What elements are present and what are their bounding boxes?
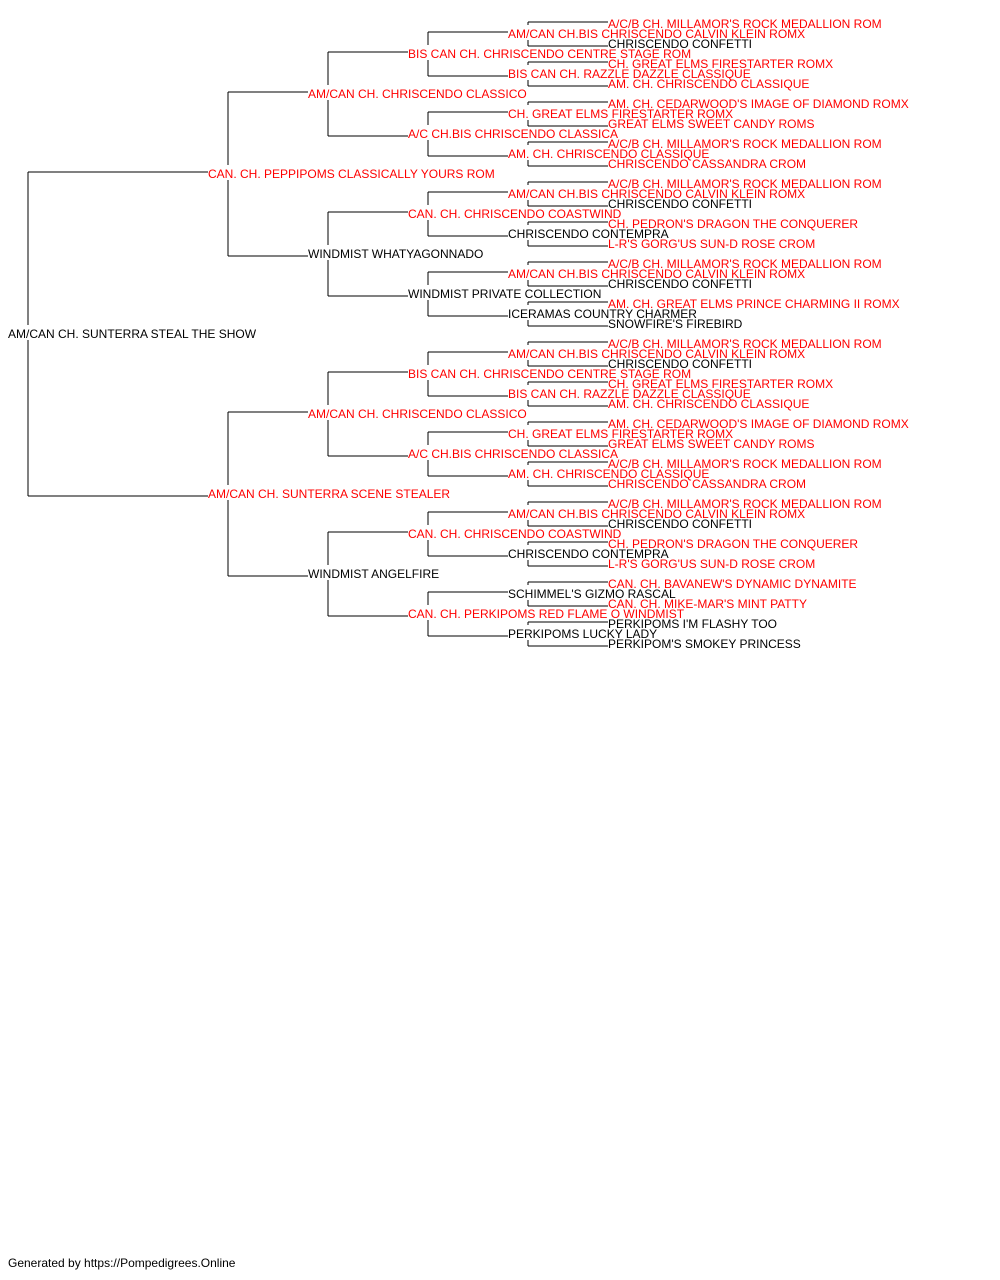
gg-grandparent-dam-name: CHRISCENDO CONTEMPRA	[508, 547, 669, 561]
great-grandparent-sire-name: CAN. CH. CHRISCENDO COASTWIND	[408, 527, 622, 541]
ggg-grandparent-dam-name: AM. CH. CHRISCENDO CLASSIQUE	[608, 397, 809, 411]
ggg-grandparent-sire-name: AM. CH. CEDARWOOD'S IMAGE OF DIAMOND ROM…	[608, 97, 909, 111]
ggg-grandparent-sire-name: AM. CH. CEDARWOOD'S IMAGE OF DIAMOND ROM…	[608, 417, 909, 431]
grandparent-dam-name: WINDMIST ANGELFIRE	[308, 567, 439, 581]
great-grandparent-dam-name: A/C CH.BIS CHRISCENDO CLASSICA	[408, 447, 618, 461]
grandparent-dam-name: WINDMIST WHATYAGONNADO	[308, 247, 483, 261]
ggg-grandparent-sire-name: PERKIPOMS I'M FLASHY TOO	[608, 617, 777, 631]
great-grandparent-dam-name: A/C CH.BIS CHRISCENDO CLASSICA	[408, 127, 618, 141]
ggg-grandparent-sire-name: A/C/B CH. MILLAMOR'S ROCK MEDALLION ROM	[608, 457, 882, 471]
ggg-grandparent-sire-name: CH. PEDRON'S DRAGON THE CONQUERER	[608, 537, 858, 551]
ggg-grandparent-dam-name: CHRISCENDO CASSANDRA CROM	[608, 157, 806, 171]
parent-dam-name: AM/CAN CH. SUNTERRA SCENE STEALER	[208, 487, 450, 501]
ggg-grandparent-sire-name: CAN. CH. BAVANEW'S DYNAMIC DYNAMITE	[608, 577, 857, 591]
ggg-grandparent-sire-name: A/C/B CH. MILLAMOR'S ROCK MEDALLION ROM	[608, 337, 882, 351]
ggg-grandparent-dam-name: CHRISCENDO CONFETTI	[608, 277, 752, 291]
ggg-grandparent-dam-name: CHRISCENDO CONFETTI	[608, 37, 752, 51]
gg-grandparent-dam-name: BIS CAN CH. RAZZLE DAZZLE CLASSIQUE	[508, 67, 751, 81]
ggg-grandparent-dam-name: GREAT ELMS SWEET CANDY ROMS	[608, 117, 814, 131]
pedigree-connector-lines	[27, 21, 608, 647]
gg-grandparent-sire-name: SCHIMMEL'S GIZMO RASCAL	[508, 587, 676, 601]
great-grandparent-sire-name: BIS CAN CH. CHRISCENDO CENTRE STAGE ROM	[408, 47, 691, 61]
gg-grandparent-dam-name: ICERAMAS COUNTRY CHARMER	[508, 307, 697, 321]
ggg-grandparent-sire-name: A/C/B CH. MILLAMOR'S ROCK MEDALLION ROM	[608, 497, 882, 511]
great-grandparent-sire-name: BIS CAN CH. CHRISCENDO CENTRE STAGE ROM	[408, 367, 691, 381]
grandparent-sire-name: AM/CAN CH. CHRISCENDO CLASSICO	[308, 87, 527, 101]
grandparent-sire-name: AM/CAN CH. CHRISCENDO CLASSICO	[308, 407, 527, 421]
great-grandparent-dam-name: WINDMIST PRIVATE COLLECTION	[408, 287, 601, 301]
subject-root-name: AM/CAN CH. SUNTERRA STEAL THE SHOW	[8, 327, 257, 341]
gg-grandparent-dam-name: AM. CH. CHRISCENDO CLASSIQUE	[508, 147, 709, 161]
gg-grandparent-sire-name: AM/CAN CH.BIS CHRISCENDO CALVIN KLEIN RO…	[508, 507, 805, 521]
ggg-grandparent-dam-name: SNOWFIRE'S FIREBIRD	[608, 317, 743, 331]
ggg-grandparent-sire-name: CH. GREAT ELMS FIRESTARTER ROMX	[608, 377, 833, 391]
ggg-grandparent-sire-name: CH. GREAT ELMS FIRESTARTER ROMX	[608, 57, 833, 71]
gg-grandparent-sire-name: AM/CAN CH.BIS CHRISCENDO CALVIN KLEIN RO…	[508, 347, 805, 361]
parent-sire-name: CAN. CH. PEPPIPOMS CLASSICALLY YOURS ROM	[208, 167, 495, 181]
ggg-grandparent-sire-name: AM. CH. GREAT ELMS PRINCE CHARMING II RO…	[608, 297, 900, 311]
ggg-grandparent-dam-name: L-R'S GORG'US SUN-D ROSE CROM	[608, 557, 815, 571]
ggg-grandparent-sire-name: A/C/B CH. MILLAMOR'S ROCK MEDALLION ROM	[608, 177, 882, 191]
gg-grandparent-dam-name: BIS CAN CH. RAZZLE DAZZLE CLASSIQUE	[508, 387, 751, 401]
ggg-grandparent-dam-name: L-R'S GORG'US SUN-D ROSE CROM	[608, 237, 815, 251]
gg-grandparent-sire-name: CH. GREAT ELMS FIRESTARTER ROMX	[508, 427, 733, 441]
ggg-grandparent-sire-name: A/C/B CH. MILLAMOR'S ROCK MEDALLION ROM	[608, 137, 882, 151]
ggg-grandparent-sire-name: CH. PEDRON'S DRAGON THE CONQUERER	[608, 217, 858, 231]
ggg-grandparent-dam-name: CAN. CH. MIKE-MAR'S MINT PATTY	[608, 597, 807, 611]
gg-grandparent-sire-name: CH. GREAT ELMS FIRESTARTER ROMX	[508, 107, 733, 121]
gg-grandparent-sire-name: AM/CAN CH.BIS CHRISCENDO CALVIN KLEIN RO…	[508, 27, 805, 41]
gg-grandparent-sire-name: AM/CAN CH.BIS CHRISCENDO CALVIN KLEIN RO…	[508, 187, 805, 201]
ggg-grandparent-sire-name: A/C/B CH. MILLAMOR'S ROCK MEDALLION ROM	[608, 257, 882, 271]
ggg-grandparent-dam-name: CHRISCENDO CONFETTI	[608, 517, 752, 531]
ggg-grandparent-dam-name: AM. CH. CHRISCENDO CLASSIQUE	[608, 77, 809, 91]
ggg-grandparent-dam-name: GREAT ELMS SWEET CANDY ROMS	[608, 437, 814, 451]
pedigree-names: A/C/B CH. MILLAMOR'S ROCK MEDALLION ROM C…	[8, 17, 909, 651]
great-grandparent-sire-name: CAN. CH. CHRISCENDO COASTWIND	[408, 207, 622, 221]
gg-grandparent-dam-name: PERKIPOMS LUCKY LADY	[508, 627, 657, 641]
ggg-grandparent-dam-name: CHRISCENDO CONFETTI	[608, 357, 752, 371]
ggg-grandparent-sire-name: A/C/B CH. MILLAMOR'S ROCK MEDALLION ROM	[608, 17, 882, 31]
gg-grandparent-dam-name: CHRISCENDO CONTEMPRA	[508, 227, 669, 241]
great-grandparent-dam-name: CAN. CH. PERKIPOMS RED FLAME O WINDMIST	[408, 607, 685, 621]
gg-grandparent-sire-name: AM/CAN CH.BIS CHRISCENDO CALVIN KLEIN RO…	[508, 267, 805, 281]
generated-by-footer: Generated by https://Pompedigrees.Online	[8, 1256, 236, 1270]
ggg-grandparent-dam-name: CHRISCENDO CONFETTI	[608, 197, 752, 211]
gg-grandparent-dam-name: AM. CH. CHRISCENDO CLASSIQUE	[508, 467, 709, 481]
ggg-grandparent-dam-name: CHRISCENDO CASSANDRA CROM	[608, 477, 806, 491]
ggg-grandparent-dam-name: PERKIPOM'S SMOKEY PRINCESS	[608, 637, 801, 651]
